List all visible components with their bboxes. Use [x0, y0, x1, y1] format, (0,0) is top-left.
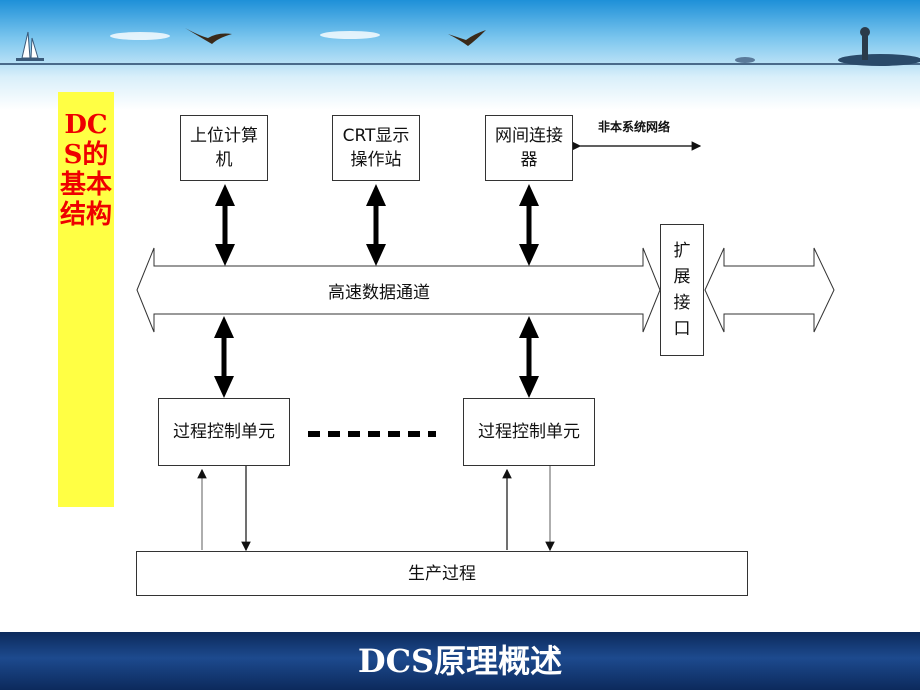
pcu-left-label: 过程控制单元 — [173, 422, 275, 442]
expansion-interface-box: 扩展接口 — [660, 224, 704, 356]
header-banner — [0, 0, 920, 110]
side-title: DCS的基本结构 — [59, 110, 112, 230]
pcu-right-box: 过程控制单元 — [463, 398, 595, 466]
side-title-panel: DCS的基本结构 — [58, 92, 114, 507]
gateway-box: 网间连接器 — [485, 115, 573, 181]
bidirectional-arrow — [519, 316, 539, 398]
expansion-interface-label: 扩展接口 — [673, 241, 691, 339]
bidirectional-arrow — [519, 184, 539, 266]
bidirectional-arrow — [215, 184, 235, 266]
header-decoration — [0, 27, 920, 66]
pcu-left-box: 过程控制单元 — [158, 398, 290, 466]
island-icon — [735, 27, 920, 66]
bidirectional-arrow — [366, 184, 386, 266]
footer-bar: DCS原理概述 — [0, 632, 920, 690]
gateway-label: 网间连接器 — [495, 126, 563, 170]
crt-station-label: CRT显示操作站 — [342, 126, 410, 170]
sailboat-icon — [16, 31, 44, 61]
pcu-right-label: 过程控制单元 — [478, 422, 580, 442]
highway-label: 高速数据通道 — [328, 283, 430, 303]
footer-title: DCS原理概述 — [357, 642, 563, 680]
external-arrow — [704, 247, 835, 333]
host-computer-label: 上位计算机 — [190, 126, 258, 170]
production-process-label: 生产过程 — [408, 563, 476, 584]
bird-icon — [448, 30, 486, 46]
crt-station-box: CRT显示操作站 — [332, 115, 420, 181]
production-process-box: 生产过程 — [136, 551, 748, 596]
bidirectional-arrow — [214, 316, 234, 398]
external-network-label: 非本系统网络 — [598, 120, 671, 134]
bird-icon — [185, 28, 232, 44]
host-computer-box: 上位计算机 — [180, 115, 268, 181]
